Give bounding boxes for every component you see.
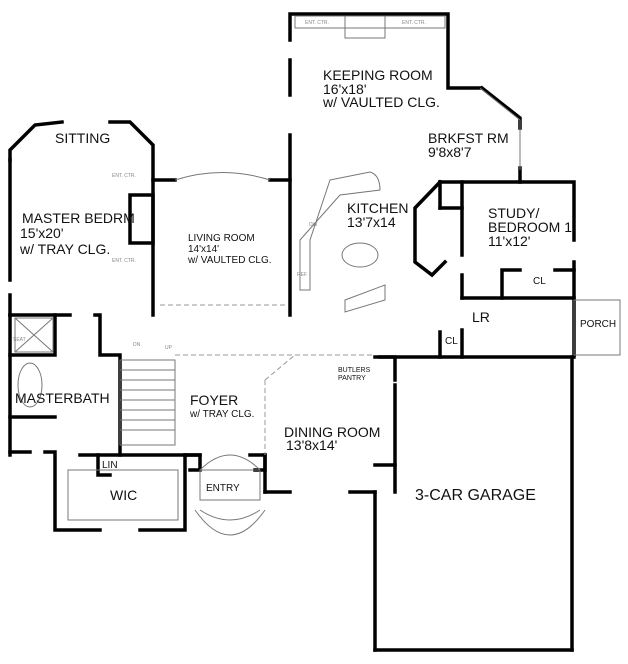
- room-labels: KEEPING ROOM 16'x18' w/ VAULTED CLG. BRK…: [13, 20, 616, 504]
- garage-label: 3-CAR GARAGE: [415, 487, 536, 504]
- thin-lines: [14, 15, 621, 536]
- keeping-room-size: 16'x18': [323, 81, 367, 97]
- brkfst-size: 9'8x8'7: [428, 144, 472, 160]
- ent-ctr-label-4: ENT. CTR.: [112, 258, 136, 264]
- dining-label: DINING ROOM: [284, 424, 380, 440]
- porch-label: PORCH: [580, 319, 616, 330]
- brkfst-label: BRKFST RM: [428, 130, 509, 146]
- living-note: w/ VAULTED CLG.: [187, 255, 272, 266]
- lin-label: LIN: [102, 460, 118, 471]
- sitting-label: SITTING: [55, 130, 110, 146]
- wic-label: WIC: [110, 487, 137, 503]
- stairs-up-label: UP: [165, 345, 173, 351]
- foyer-note: w/ TRAY CLG.: [189, 409, 254, 420]
- dishwasher-label: DW: [309, 222, 318, 228]
- study-label: STUDY/: [488, 205, 539, 221]
- ent-ctr-label-2: ENT. CTR.: [402, 20, 426, 26]
- kitchen-label: KITCHEN: [347, 200, 408, 216]
- living-size: 14'x14': [188, 244, 219, 255]
- foyer-label: FOYER: [190, 392, 238, 408]
- master-label: MASTER BEDRM: [22, 210, 135, 226]
- masterbath-label: MASTERBATH: [15, 390, 110, 406]
- seat-label: SEAT: [13, 337, 26, 343]
- walls: [8, 12, 576, 652]
- lr-label: LR: [472, 309, 490, 325]
- keeping-room-note: w/ VAULTED CLG.: [322, 94, 440, 110]
- keeping-room-label: KEEPING ROOM: [323, 67, 433, 83]
- butlers-label-2: PANTRY: [338, 375, 366, 382]
- ent-ctr-label-3: ENT. CTR.: [112, 173, 136, 179]
- refrigerator-label: REF: [297, 272, 307, 278]
- master-size: 15'x20': [20, 225, 64, 241]
- study-label-2: BEDROOM 1: [488, 219, 572, 235]
- dining-size: 13'8x14': [286, 437, 337, 453]
- study-size: 11'x12': [488, 233, 530, 249]
- ent-ctr-label: ENT. CTR.: [305, 20, 329, 26]
- master-note: w/ TRAY CLG.: [19, 241, 110, 257]
- living-label: LIVING ROOM: [188, 233, 255, 244]
- closet-label: CL: [533, 276, 546, 287]
- closet-label-2: CL: [445, 336, 458, 347]
- entry-label: ENTRY: [206, 483, 240, 494]
- stairs-down-label: DN: [133, 342, 141, 348]
- butlers-label: BUTLERS: [338, 367, 371, 374]
- kitchen-size: 13'7x14: [347, 214, 396, 230]
